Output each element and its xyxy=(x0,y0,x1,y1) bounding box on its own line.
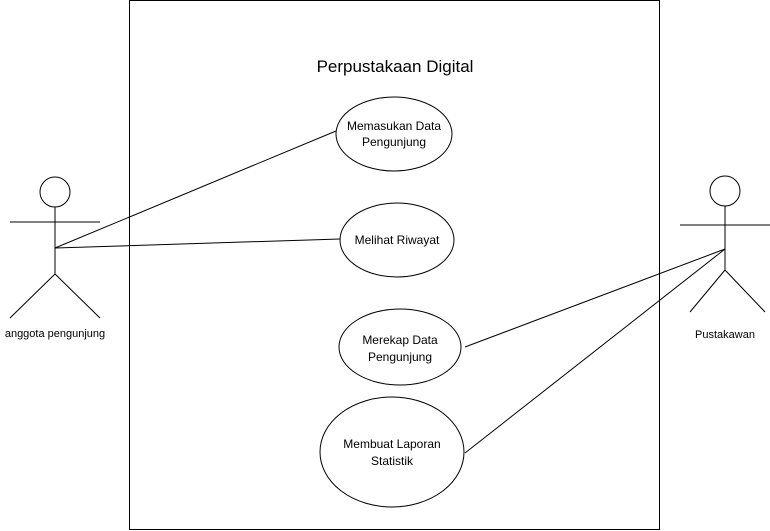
actor-pustakawan[interactable]: Pustakawan xyxy=(680,175,770,341)
actor-left-leg xyxy=(689,269,726,313)
actor-label: Pustakawan xyxy=(695,329,755,341)
use-case-membuat-laporan[interactable]: Membuat Laporan Statistik xyxy=(319,396,465,508)
actor-right-leg xyxy=(54,273,101,319)
use-case-melihat-riwayat[interactable]: Melihat Riwayat xyxy=(339,202,455,278)
actor-label: anggota pengunjung xyxy=(5,328,105,340)
use-case-label: Memasukan Data xyxy=(347,119,441,133)
use-case-label: Membuat Laporan xyxy=(343,437,440,451)
actor-head xyxy=(709,175,741,207)
association-visitor-uc1 xyxy=(54,130,337,249)
actor-anggota-pengunjung[interactable]: anggota pengunjung xyxy=(5,176,105,340)
actor-head xyxy=(39,176,71,208)
use-case-memasukan-data[interactable]: Memasukan Data Pengunjung xyxy=(335,96,453,172)
system-title: Perpustakaan Digital xyxy=(317,57,474,76)
use-case-merekap-data[interactable]: Merekap Data Pengunjung xyxy=(338,308,462,386)
use-case-label: Statistik xyxy=(371,454,414,468)
actor-left-leg xyxy=(9,273,56,319)
association-librarian-uc3 xyxy=(464,248,726,348)
use-case-label: Merekap Data xyxy=(362,333,438,347)
association-librarian-uc4 xyxy=(464,248,726,454)
actor-right-leg xyxy=(724,269,766,313)
association-visitor-uc2 xyxy=(54,238,341,249)
use-case-label: Pengunjung xyxy=(362,135,426,149)
use-case-label: Pengunjung xyxy=(368,350,432,364)
use-case-label: Melihat Riwayat xyxy=(355,233,440,247)
